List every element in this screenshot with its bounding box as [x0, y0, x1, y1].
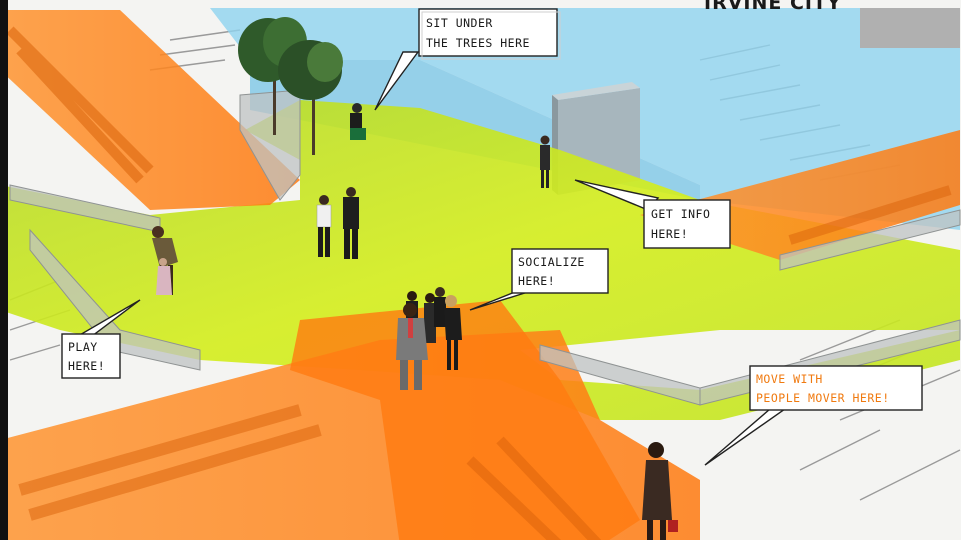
callout-sit-line-2: THE TREES HERE: [426, 36, 530, 50]
person-group: [396, 287, 462, 390]
callout-sit-line-1: SIT UNDER: [426, 16, 493, 30]
person-walking-1: [316, 195, 332, 257]
person-mover: [642, 442, 678, 546]
callout-info-line-2: HERE!: [651, 227, 688, 241]
person-playing: [152, 226, 178, 295]
callout-socialize-line-2: HERE!: [518, 274, 555, 288]
person-sitting: [350, 103, 366, 140]
callout-info-line-1: GET INFO: [651, 207, 710, 221]
trees: [238, 17, 343, 155]
header-title: IRVINE CITY: [704, 0, 842, 12]
callout-info-box: GET INFO HERE!: [643, 199, 731, 249]
callout-play-line-2: HERE!: [68, 359, 105, 373]
people: [152, 103, 678, 546]
callout-mover-line-1: MOVE WITH: [756, 372, 823, 386]
callout-pointers: [75, 51, 788, 466]
callout-mover-line-2: PEOPLE MOVER HERE!: [756, 391, 890, 405]
callout-mover-box: MOVE WITH PEOPLE MOVER HERE!: [749, 365, 923, 411]
callout-play-box: PLAY HERE!: [61, 333, 121, 379]
left-frame-border: [0, 0, 8, 546]
bottom-frame-border: [0, 540, 961, 546]
green-plaza: [0, 100, 960, 420]
person-kiosk: [540, 135, 550, 188]
callout-sit-box: SIT UNDER THE TREES HERE: [418, 8, 561, 60]
callout-socialize-line-1: SOCIALIZE: [518, 255, 585, 269]
person-walking-2: [343, 187, 359, 259]
callout-play-line-1: PLAY: [68, 340, 98, 354]
callout-socialize-box: SOCIALIZE HERE!: [511, 248, 609, 294]
